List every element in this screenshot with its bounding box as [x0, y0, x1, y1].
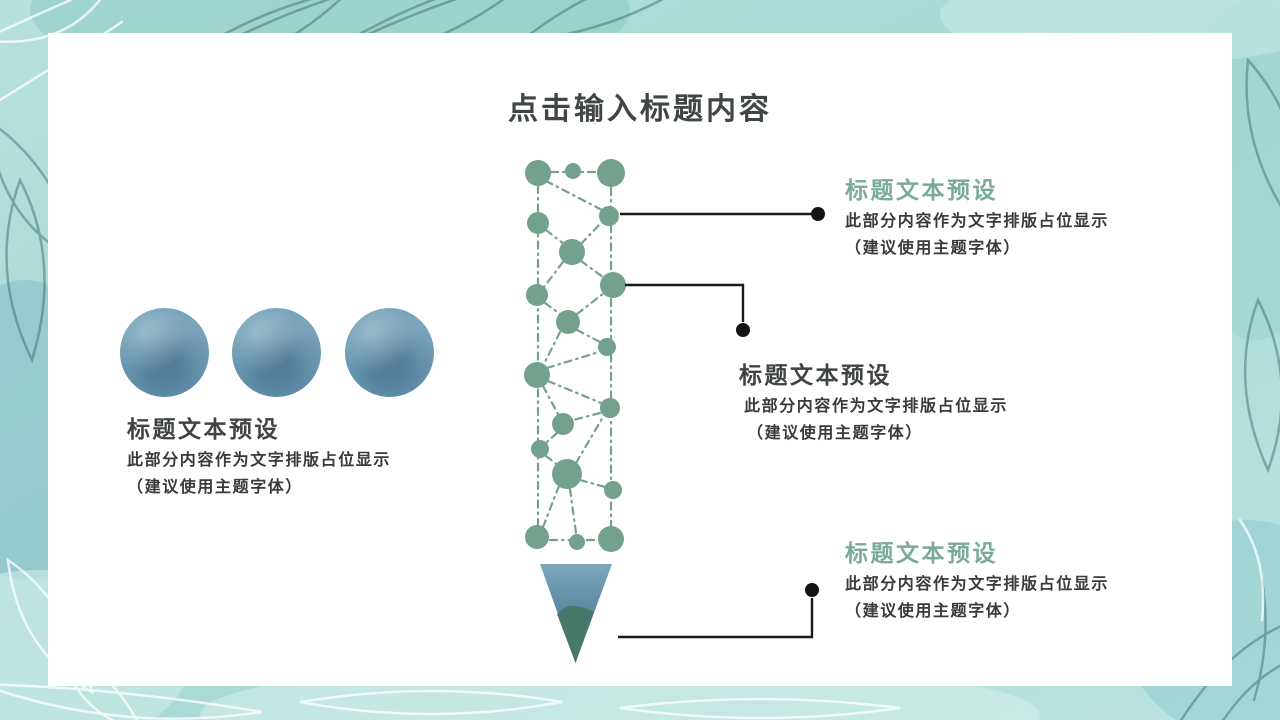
block-body-line: 此部分内容作为文字排版占位显示 [845, 576, 1110, 593]
block-body-line: （建议使用主题字体） [845, 239, 1022, 257]
block-body-line: 此部分内容作为文字排版占位显示 [845, 213, 1110, 230]
block-body-line: 此部分内容作为文字排版占位显示 [127, 452, 392, 469]
callout-block-bottom-right: 标题文本预设 此部分内容作为文字排版占位显示 （建议使用主题字体） [845, 539, 1109, 625]
block-heading: 标题文本预设 [845, 177, 998, 203]
callout-block-top-right: 标题文本预设 此部分内容作为文字排版占位显示 （建议使用主题字体） [845, 176, 1109, 262]
left-text-block: 标题文本预设 此部分内容作为文字排版占位显示 （建议使用主题字体） [127, 415, 391, 501]
block-body-line: （建议使用主题字体） [845, 602, 1022, 620]
watercolor-circle-1 [120, 308, 209, 397]
block-heading: 标题文本预设 [127, 416, 280, 442]
block-heading: 标题文本预设 [739, 362, 892, 388]
callout-block-middle: 标题文本预设 此部分内容作为文字排版占位显示 （建议使用主题字体） [739, 361, 1008, 447]
slide-title: 点击输入标题内容 [508, 93, 772, 126]
watercolor-circle-3 [345, 308, 434, 397]
block-body-line: （建议使用主题字体） [127, 478, 304, 496]
watercolor-circle-2 [232, 308, 321, 397]
block-heading: 标题文本预设 [845, 540, 998, 566]
block-body-line: 此部分内容作为文字排版占位显示 [744, 398, 1009, 415]
block-body-line: （建议使用主题字体） [747, 424, 924, 442]
